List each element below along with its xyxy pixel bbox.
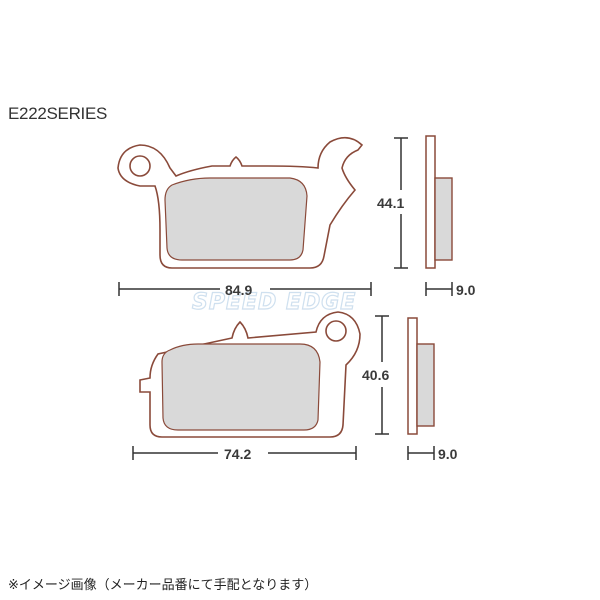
pad-1-side-friction [434, 177, 453, 261]
pad-1-height-label: 44.1 [377, 195, 404, 211]
pad-2-height-label: 40.6 [362, 367, 389, 383]
watermark-text: SPEED EDGE [192, 290, 356, 315]
pad-2-thickness-label: 9.0 [438, 446, 458, 462]
pad-2-thickness-dimension [407, 446, 435, 460]
pad-1-thickness-dimension [425, 282, 453, 296]
pad-2-side-friction [416, 343, 435, 427]
pad-2-height-dimension [375, 315, 389, 435]
pad-2: 40.6 74.2 9.0 [132, 311, 458, 462]
pad-1-thickness-label: 9.0 [456, 282, 476, 298]
pad-1-width-label: 84.9 [225, 282, 252, 298]
pad-2-width-label: 74.2 [224, 446, 251, 462]
pad-1-height-dimension [394, 137, 408, 269]
pad-2-side-backing [407, 317, 418, 435]
pad-1-side-backing [425, 135, 436, 269]
pad-1: 44.1 84.9 9.0 [117, 135, 476, 298]
pad-1-mounting-hole [129, 155, 151, 177]
pad-1-friction-material [164, 177, 308, 261]
image-caption: ※イメージ画像（メーカー品番にて手配となります） [8, 578, 318, 593]
pad-2-mounting-hole [325, 320, 347, 342]
series-title: E222SERIES [8, 104, 108, 123]
pad-2-width-dimension [132, 446, 357, 460]
pad-1-width-dimension [118, 282, 372, 296]
pad-2-friction-material [161, 343, 321, 431]
